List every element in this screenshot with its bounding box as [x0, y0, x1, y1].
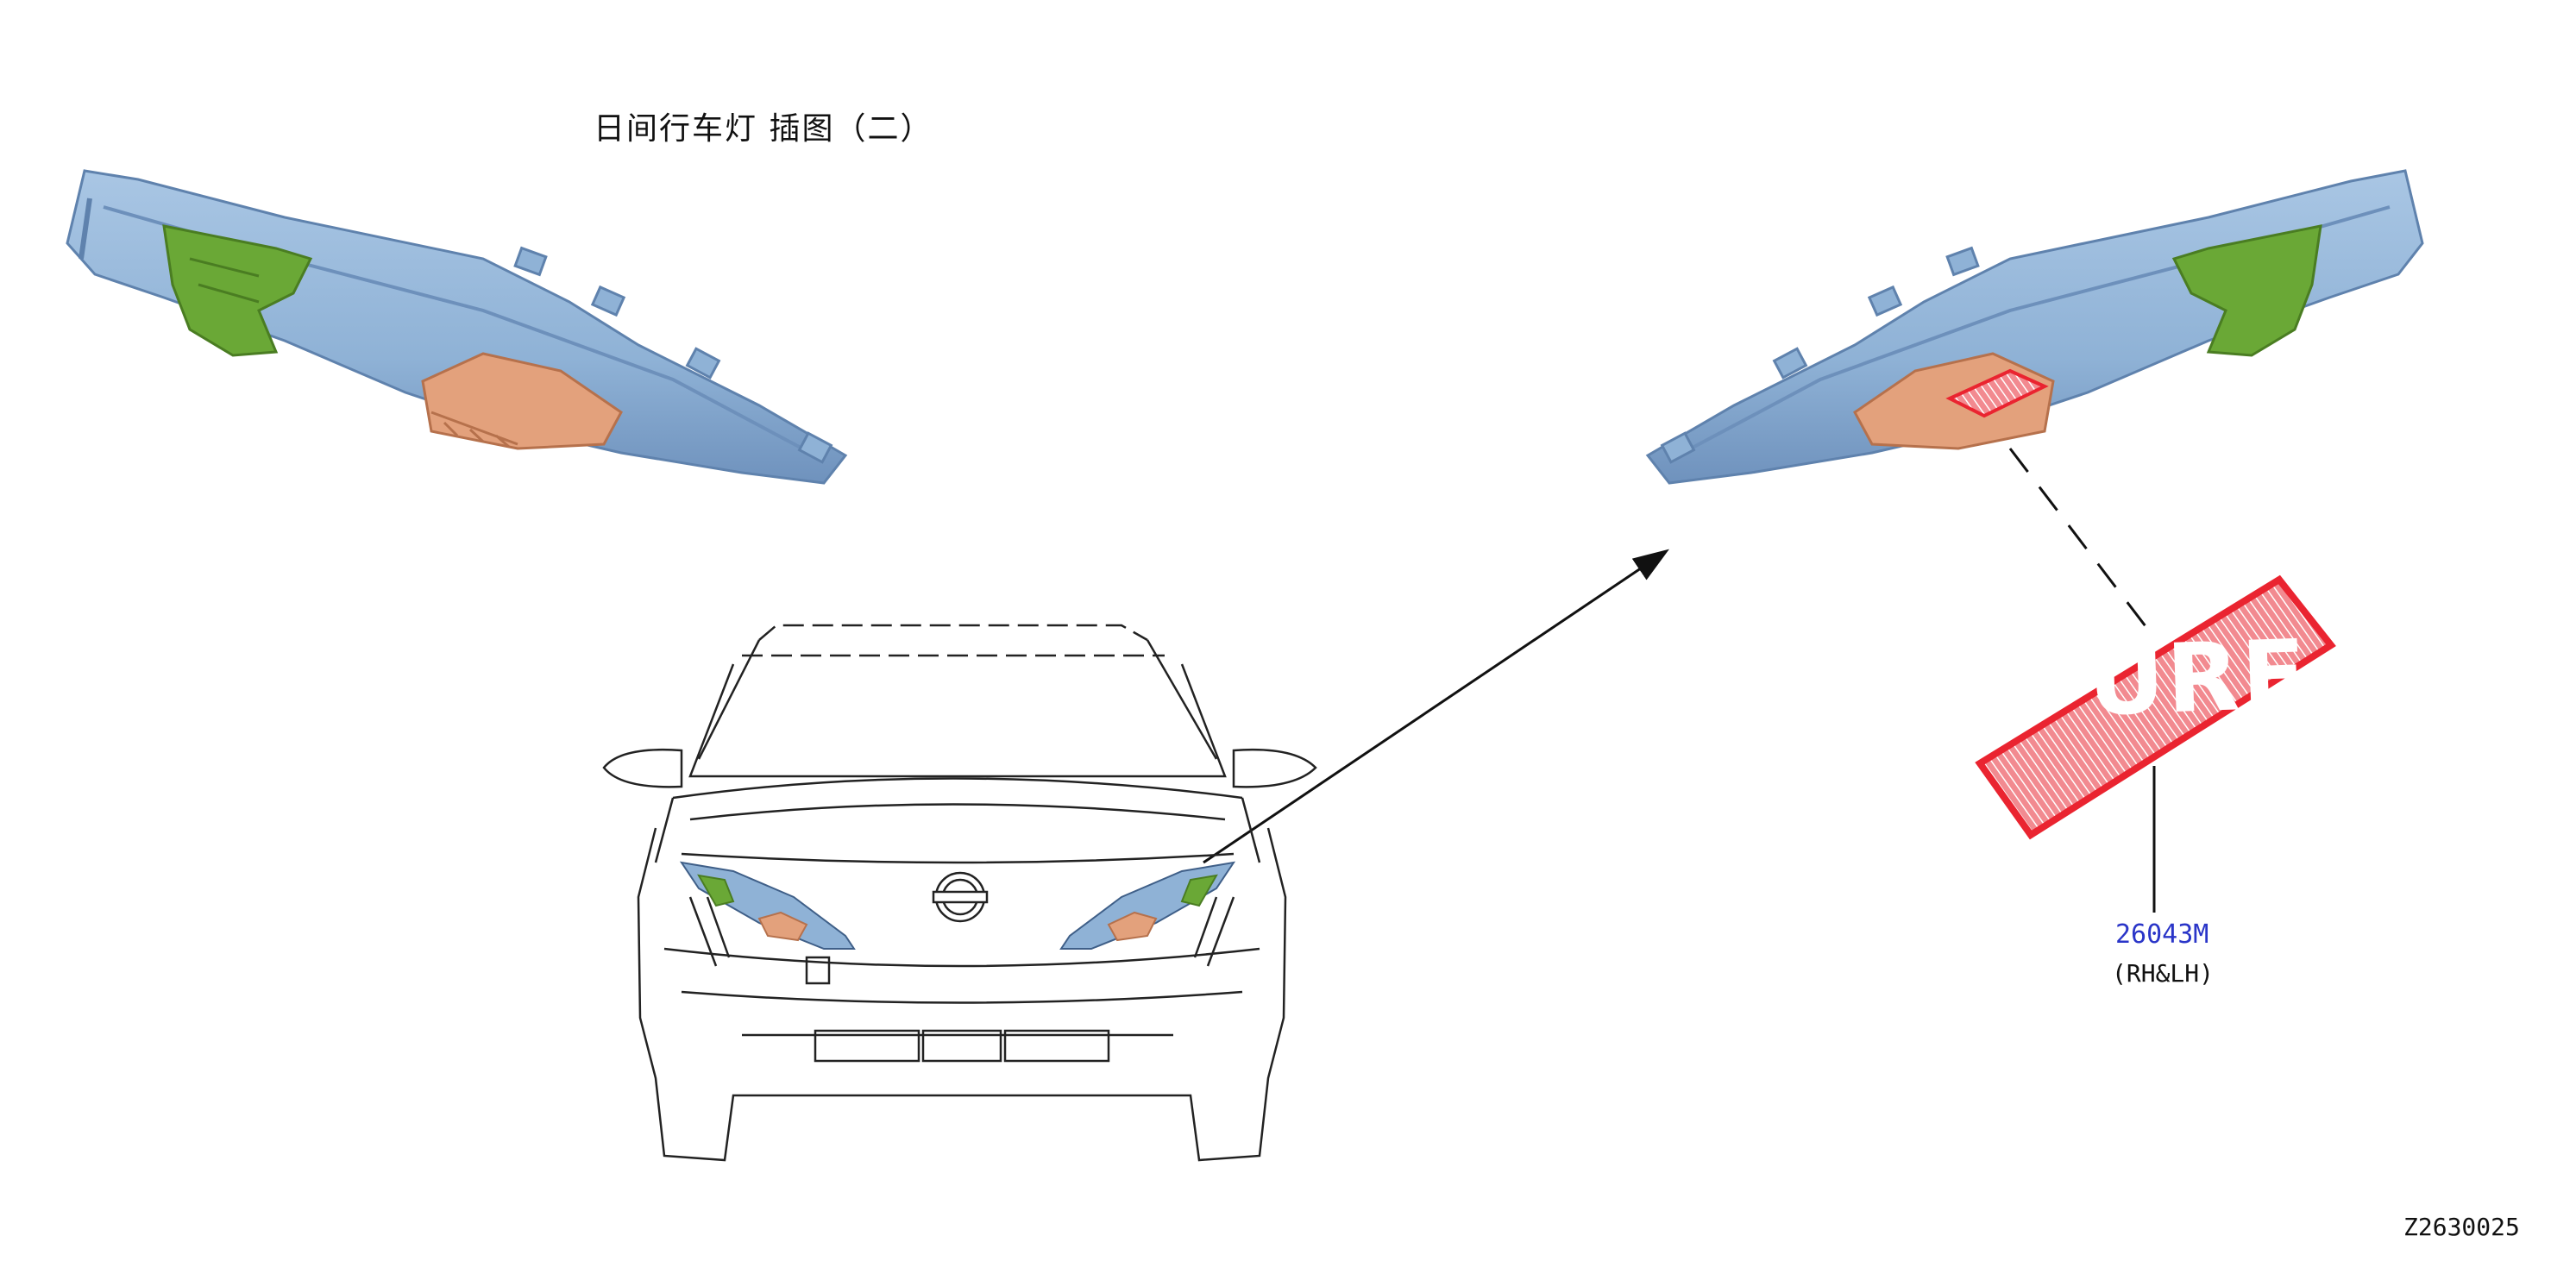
callout-module — [1975, 574, 2336, 840]
headlamp-left-view — [66, 169, 848, 485]
reference-code: Z2630025 — [2403, 1213, 2520, 1241]
diagram-title: 日间行车灯 插图（二） — [594, 111, 933, 147]
headlamp-right-view — [1645, 169, 2424, 485]
stamp-text: URE — [2085, 618, 2310, 737]
vehicle-front-view — [602, 624, 1317, 1162]
pointer-arrow — [1203, 549, 1669, 864]
vehicle-headlamp-left — [679, 861, 856, 950]
vehicle-headlamp-right — [1059, 861, 1236, 950]
part-side-label: (RH&LH) — [2112, 959, 2215, 988]
leader-line — [2008, 448, 2150, 631]
part-number-label[interactable]: 26043M — [2115, 919, 2209, 950]
